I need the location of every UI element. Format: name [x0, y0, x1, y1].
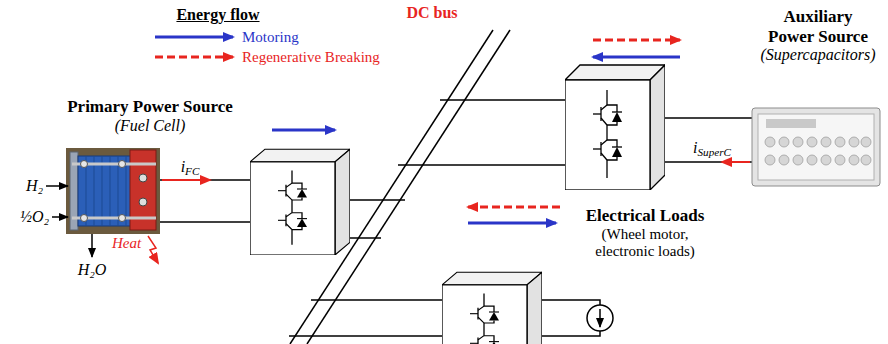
- motoring-arrow-sample: [155, 36, 233, 39]
- regen-arrow: [468, 206, 560, 209]
- chemical-label: H₂O: [78, 261, 107, 279]
- label-holder: Energy flow: [176, 6, 259, 24]
- current-arrow: [162, 179, 210, 181]
- output-arrow: [91, 234, 93, 257]
- legend-heading: Energy flow: [176, 6, 259, 24]
- inverter-converter: [442, 272, 542, 344]
- regen-arrow-sample: [155, 56, 233, 59]
- fuel-cell-photo: [66, 148, 160, 234]
- dc-dc-converter: [250, 149, 350, 255]
- description-text: (Wheel motor, electronic loads): [578, 226, 712, 261]
- legend-label: Motoring: [242, 29, 299, 46]
- heading-text: Auxiliary Power Source: [766, 7, 870, 46]
- label-holder: DC bus: [406, 4, 457, 22]
- label-holder: iSuperC: [693, 139, 731, 157]
- input-arrow: [46, 185, 68, 187]
- heat-arrow: [148, 236, 158, 263]
- label-holder: H₂O: [78, 261, 107, 279]
- motoring-arrow: [468, 222, 556, 225]
- heat-label: Heat: [112, 235, 141, 252]
- current-label: iFC: [181, 158, 200, 176]
- regen-arrow: [593, 39, 680, 42]
- motoring-arrow: [593, 56, 680, 59]
- legend-label: Regenerative Breaking: [242, 49, 380, 66]
- label-holder: Heat: [112, 234, 141, 252]
- current-label: iSuperC: [693, 139, 731, 157]
- bus-label: DC bus: [406, 4, 457, 22]
- subheading-text: (Fuel Cell): [67, 117, 233, 135]
- chemical-label: ½O₂: [20, 208, 49, 226]
- subheading-text: (Supercapacitors): [761, 46, 876, 64]
- label-holder: iFC: [181, 158, 200, 176]
- current-source-symbol: [587, 305, 613, 331]
- power-source-block: Auxiliary Power Source(Supercapacitors): [759, 6, 878, 65]
- chemical-label: H₂: [26, 177, 43, 195]
- label-holder: ½O₂: [20, 208, 49, 226]
- heading-text: Electrical Loads: [578, 206, 712, 226]
- legend-entry: Motoring: [242, 28, 299, 46]
- current-arrow: [722, 161, 750, 163]
- heading-text: Primary Power Source: [67, 97, 233, 117]
- supercapacitor-photo: [752, 108, 880, 186]
- power-source-block: Primary Power Source(Fuel Cell): [65, 96, 235, 136]
- dc-dc-converter: [565, 65, 665, 190]
- input-arrow: [52, 216, 68, 218]
- load-block: Electrical Loads(Wheel motor, electronic…: [576, 205, 714, 261]
- legend-entry: Regenerative Breaking: [242, 48, 380, 66]
- motoring-arrow: [272, 129, 335, 132]
- label-holder: H₂: [26, 177, 43, 195]
